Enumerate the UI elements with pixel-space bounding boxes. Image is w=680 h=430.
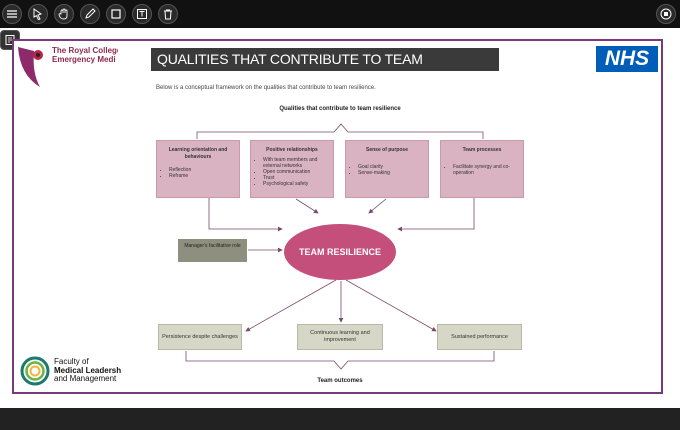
outcome-box-sustained: Sustained performance xyxy=(437,324,522,350)
bottom-bracket xyxy=(185,351,495,370)
pen-icon xyxy=(85,8,96,19)
outcome-box-persistence: Persistence despite challenges xyxy=(158,324,242,350)
quality-item: Goal clarity xyxy=(358,164,428,170)
pen-tool-button[interactable] xyxy=(80,4,100,24)
slide-title: QUALITIES THAT CONTRIBUTE TO TEAM RESILI… xyxy=(151,48,499,90)
connector-persistence xyxy=(245,279,337,332)
diagram-connectors xyxy=(185,123,495,370)
hand-icon xyxy=(58,8,68,20)
fmlm-line-2: Medical Leadersh xyxy=(54,365,122,375)
quality-title: Learning orientation and behaviours xyxy=(168,147,228,160)
select-arrow-icon xyxy=(33,8,43,20)
quality-box-learning: Learning orientation and behaviours Refl… xyxy=(156,140,240,198)
rectangle-tool-button[interactable] xyxy=(106,4,126,24)
outcome-label: Persistence despite challenges xyxy=(162,333,238,340)
fmlm-logo-icon xyxy=(20,356,50,386)
slide-stage: The Royal College Emergency Medi QUALITI… xyxy=(0,28,680,408)
quality-box-processes: Team processes Facilitate synergy and co… xyxy=(440,140,524,198)
quality-item: Reframe xyxy=(169,173,239,179)
connector-purpose xyxy=(368,198,387,214)
menu-button[interactable] xyxy=(2,4,22,24)
framework-title: Qualities that contribute to team resili… xyxy=(279,106,401,112)
menu-icon xyxy=(7,10,17,18)
connector-sustained xyxy=(345,279,437,332)
outcome-box-continuous-learning: Continuous learning and improvement xyxy=(297,324,383,350)
team-outcomes-label: Team outcomes xyxy=(317,378,363,384)
manager-role-box: Manager's facilitative role xyxy=(178,239,247,262)
rectangle-icon xyxy=(111,9,121,19)
text-tool-button[interactable] xyxy=(132,4,152,24)
team-resilience-ellipse: TEAM RESILIENCE xyxy=(284,224,396,280)
quality-box-purpose: Sense of purpose Goal clarity Sense-maki… xyxy=(345,140,429,198)
connector-processes xyxy=(397,198,475,232)
rcem-line-2: Emergency Medi xyxy=(52,55,116,64)
intro-text: Below is a conceptual framework on the q… xyxy=(156,85,376,91)
delete-tool-button[interactable] xyxy=(158,4,178,24)
connector-relationships xyxy=(295,198,319,214)
quality-item: Sense-making xyxy=(358,170,428,176)
fmlm-logo-text: Faculty of Medical Leadersh and Manageme… xyxy=(54,357,122,384)
quality-item: With team members and external networks xyxy=(263,157,333,169)
rcem-shield-icon xyxy=(18,47,43,87)
trash-icon xyxy=(164,9,172,20)
quality-title: Team processes xyxy=(462,147,502,153)
annotation-toolbar xyxy=(0,0,680,28)
fmlm-line-3: and Management xyxy=(54,374,117,383)
pan-tool-button[interactable] xyxy=(54,4,74,24)
fmlm-line-1: Faculty of xyxy=(54,357,89,366)
quality-item: Open communication xyxy=(263,169,333,175)
connector-learning xyxy=(208,198,283,232)
stop-icon xyxy=(660,8,672,20)
top-bracket xyxy=(196,123,484,139)
rcem-logo-text: The Royal College Emergency Medi xyxy=(52,46,118,64)
quality-item: Trust xyxy=(263,175,333,181)
bottom-bar xyxy=(0,408,680,430)
text-icon xyxy=(137,9,147,19)
quality-title: Sense of purpose xyxy=(366,147,408,153)
select-tool-button[interactable] xyxy=(28,4,48,24)
stop-button[interactable] xyxy=(656,4,676,24)
outcome-label: Continuous learning and improvement xyxy=(310,330,370,343)
quality-box-relationships: Positive relationships With team members… xyxy=(250,140,334,198)
rcem-line-1: The Royal College xyxy=(52,46,118,55)
quality-item: Psychological safety xyxy=(263,181,333,187)
nhs-logo: NHS xyxy=(596,46,658,72)
quality-title: Positive relationships xyxy=(266,147,318,153)
quality-item: Facilitate synergy and co-operation xyxy=(453,164,523,176)
outcome-label: Sustained performance xyxy=(451,333,508,340)
quality-item: Reflection xyxy=(169,167,239,173)
